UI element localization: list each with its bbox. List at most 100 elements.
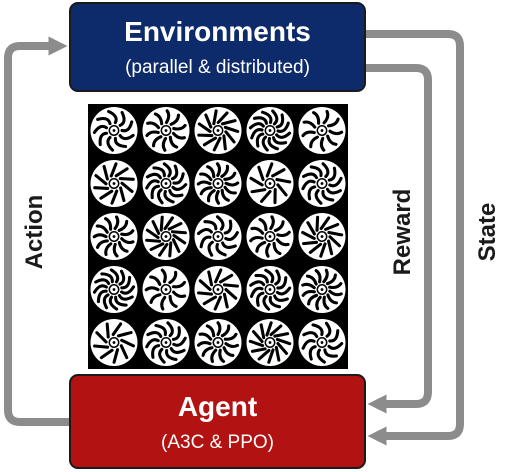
fan-slot <box>276 230 291 238</box>
fan-slot <box>170 164 179 181</box>
fan-slot <box>149 293 162 304</box>
fan-slot <box>150 184 161 200</box>
fan-slot <box>216 321 222 337</box>
fan-slot <box>257 348 271 361</box>
state-arrow <box>366 30 464 446</box>
fan-slot <box>104 217 113 231</box>
fan-slot <box>172 172 185 185</box>
fan-slot <box>159 215 164 232</box>
fan-wheel-icon <box>246 213 294 260</box>
fan-slot <box>301 282 316 290</box>
fan-slot <box>206 188 216 203</box>
fan-slot <box>214 189 221 205</box>
state-label: State <box>474 202 501 262</box>
fan-slot <box>163 189 175 204</box>
fan-slot <box>202 136 218 147</box>
fan-slot <box>107 109 118 125</box>
fan-slot <box>120 275 132 290</box>
fan-slot <box>328 176 343 188</box>
environments-box: Environments (parallel & distributed) <box>69 2 366 92</box>
fan-wheel-icon <box>90 319 138 366</box>
fan-slot <box>269 324 283 337</box>
fan-slot <box>119 186 126 203</box>
fan-slot <box>328 282 343 290</box>
fan-center-dot <box>164 341 168 344</box>
fan-slot <box>315 215 320 232</box>
fan-slot <box>249 235 264 243</box>
fan-center-dot <box>268 341 272 344</box>
fan-slot <box>198 332 213 341</box>
fan-slot <box>213 295 222 311</box>
fan-slot <box>321 189 335 202</box>
fan-slot <box>223 185 237 195</box>
fan-slot <box>301 179 316 191</box>
fan-slot <box>265 162 274 178</box>
fan-slot <box>220 164 230 179</box>
fan-slot <box>271 168 286 178</box>
fan-slot <box>267 348 275 364</box>
fan-slot <box>166 321 174 338</box>
fan-slot <box>326 293 339 305</box>
fan-slot <box>151 135 163 148</box>
fan-slot <box>169 347 186 354</box>
fan-slot <box>171 326 181 341</box>
environments-subtitle: (parallel & distributed) <box>125 57 310 78</box>
agent-title: Agent <box>177 391 258 422</box>
fan-slot <box>164 348 178 362</box>
fan-slot <box>324 321 332 338</box>
fan-slot <box>327 230 344 237</box>
fan-slot <box>167 222 183 231</box>
fan-slot <box>319 136 326 152</box>
fan-slot <box>276 121 290 133</box>
fan-slot <box>220 188 230 202</box>
fan-slot <box>160 295 167 311</box>
fan-slot <box>302 172 319 180</box>
fan-wheel-icon <box>90 107 138 154</box>
fan-slot <box>201 346 214 357</box>
fan-slot <box>120 181 134 193</box>
fan-slot <box>269 215 275 231</box>
fan-slot <box>223 125 240 133</box>
fan-slot <box>171 131 186 140</box>
fan-slot <box>212 109 218 126</box>
fan-wheel-icon <box>194 213 242 260</box>
fan-slot <box>259 323 266 340</box>
fan-slot <box>158 347 166 364</box>
fan-slot <box>223 171 237 181</box>
fan-slot <box>210 348 218 363</box>
fan-slot <box>196 228 213 236</box>
fan-slot <box>196 180 212 186</box>
fan-slot <box>102 164 109 181</box>
fan-slot <box>273 294 289 302</box>
fan-center-dot <box>320 341 324 344</box>
fan-slot <box>96 239 109 249</box>
fan-slot <box>309 135 319 149</box>
fan-slot <box>274 269 281 286</box>
fan-slot <box>110 189 119 205</box>
action-arrow <box>4 36 69 426</box>
fan-slot <box>98 131 109 147</box>
fan-slot <box>327 239 334 256</box>
fan-slot <box>145 338 160 349</box>
fan-slot <box>319 216 331 231</box>
fan-slot <box>158 242 169 257</box>
fan-slot <box>171 280 186 289</box>
fan-slot <box>276 183 288 197</box>
fan-center-dot <box>268 182 272 185</box>
fan-slot <box>197 291 214 296</box>
fan-slot <box>322 109 330 125</box>
fan-slot <box>322 295 330 310</box>
fan-slot <box>94 278 111 286</box>
fan-slot <box>248 122 265 130</box>
fan-slot <box>118 133 135 141</box>
fan-slot <box>224 231 239 242</box>
fan-slot <box>113 136 128 149</box>
fan-slot <box>99 348 114 360</box>
fan-slot <box>328 289 343 297</box>
fan-center-dot <box>164 129 168 132</box>
fan-slot <box>275 238 290 247</box>
fan-slot <box>114 167 129 178</box>
fan-slot <box>146 331 163 338</box>
fan-slot <box>93 344 110 349</box>
